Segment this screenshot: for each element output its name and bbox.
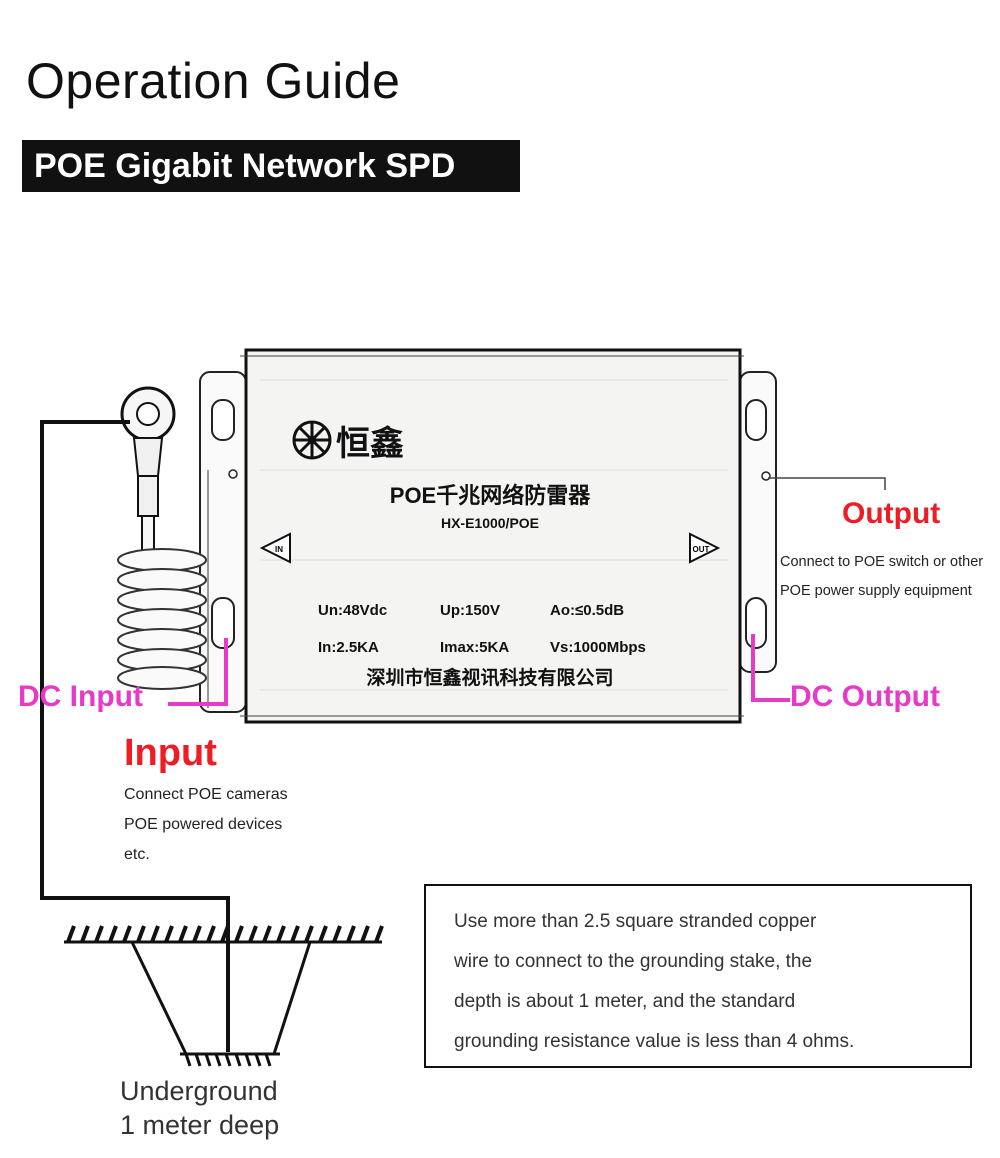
- brand-logo: 恒鑫: [292, 420, 404, 463]
- svg-text:Ao:≤0.5dB: Ao:≤0.5dB: [550, 602, 624, 619]
- grounding-note-line: wire to connect to the grounding stake, …: [454, 951, 813, 972]
- dc-input-label: DC Input: [18, 680, 143, 713]
- device-model: HX-E1000/POE: [441, 515, 539, 531]
- port-out-arrow: OUT: [689, 532, 721, 564]
- svg-text:OUT: OUT: [693, 545, 710, 554]
- underground-caption: Underground 1 meter deep: [120, 1076, 280, 1140]
- device-specs: Un:48Vdc Up:150V Ao:≤0.5dB In:2.5KA Imax…: [318, 602, 646, 656]
- output-description: Connect to POE switch or other POE power…: [780, 554, 984, 599]
- page-title: Operation Guide: [26, 53, 401, 109]
- ground-trench: [64, 925, 384, 1067]
- svg-text:Vs:1000Mbps: Vs:1000Mbps: [550, 639, 646, 656]
- ground-terminal: [120, 386, 176, 557]
- grounding-note-box: Use more than 2.5 square stranded copper…: [424, 884, 972, 1068]
- device-maker-cn: 深圳市恒鑫视讯科技有限公司: [366, 666, 613, 689]
- device-name-cn: POE千兆网络防雷器: [390, 483, 591, 508]
- svg-text:Imax:5KA: Imax:5KA: [440, 639, 509, 656]
- subtitle-banner: POE Gigabit Network SPD: [22, 140, 520, 192]
- output-leader-line: [768, 477, 886, 490]
- spd-device: 恒鑫 POE千兆网络防雷器 HX-E1000/POE IN OUT Un:48V…: [199, 348, 777, 724]
- grounding-note-line: Use more than 2.5 square stranded copper: [454, 911, 817, 932]
- input-description: Connect POE cameras POE powered devices …: [124, 786, 288, 863]
- port-in-arrow: IN: [259, 532, 291, 564]
- grounding-note-line: depth is about 1 meter, and the standard: [454, 991, 796, 1012]
- dc-input-leader: [168, 638, 228, 706]
- brand-logo-text: 恒鑫: [336, 425, 404, 463]
- svg-text:Un:48Vdc: Un:48Vdc: [318, 602, 387, 619]
- dc-output-label: DC Output: [790, 680, 940, 713]
- svg-text:Up:150V: Up:150V: [440, 602, 500, 619]
- dc-output-leader: [751, 634, 790, 702]
- svg-text:IN: IN: [275, 545, 283, 554]
- grounding-note-line: grounding resistance value is less than …: [454, 1031, 855, 1052]
- coiled-wire: [117, 548, 207, 690]
- input-label: Input: [124, 732, 217, 774]
- svg-text:In:2.5KA: In:2.5KA: [318, 639, 379, 656]
- ground-wire: [40, 420, 230, 1052]
- output-label: Output: [842, 497, 941, 530]
